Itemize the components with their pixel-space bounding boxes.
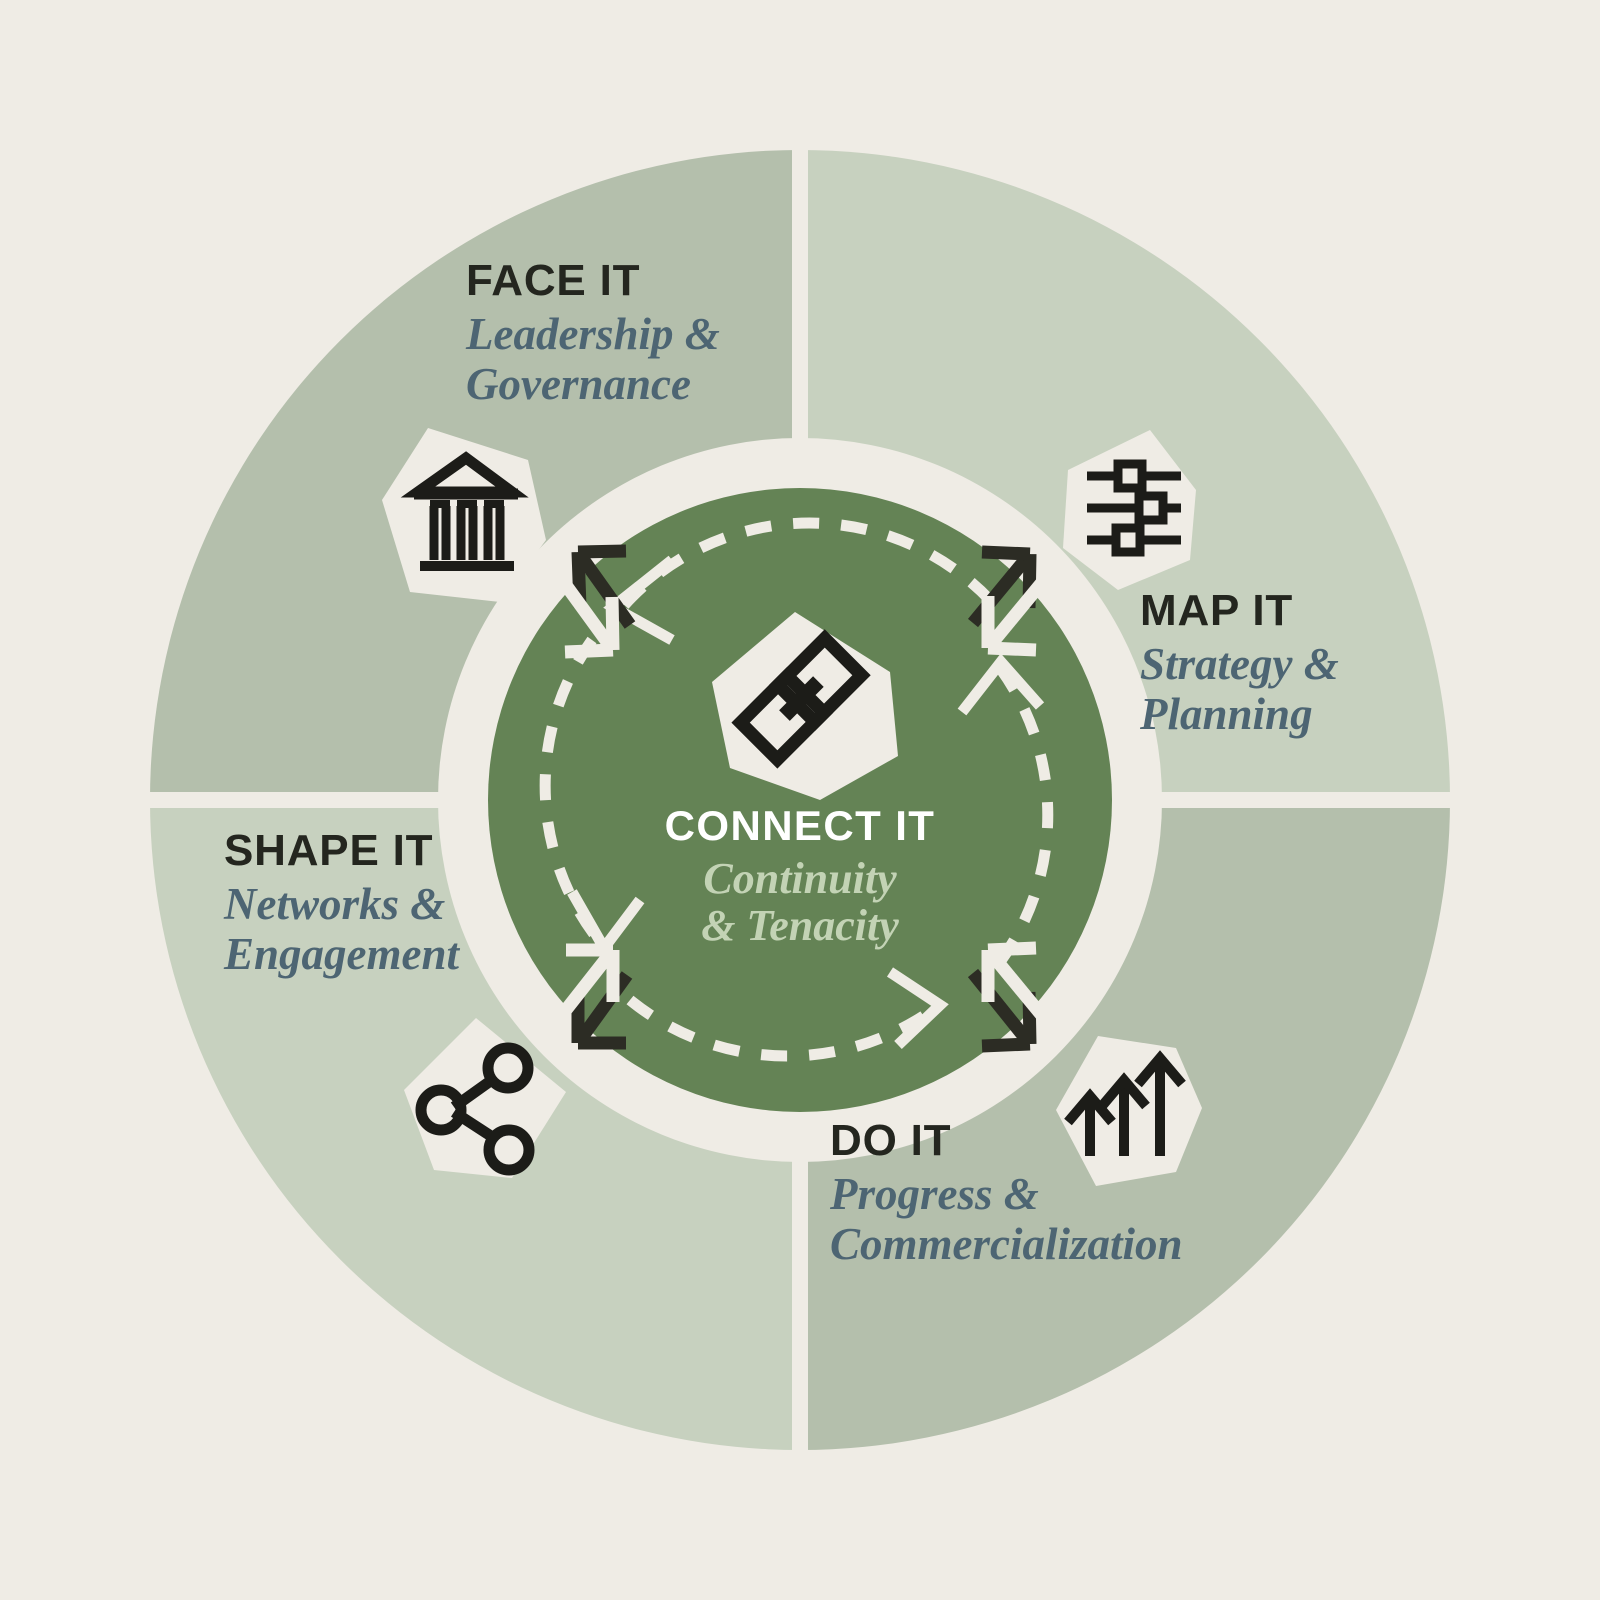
sliders-icon bbox=[1087, 459, 1181, 557]
icon-badge-map-it[interactable] bbox=[1063, 430, 1196, 590]
chain-link-icon bbox=[731, 629, 871, 769]
icon-badge-shape-it[interactable] bbox=[404, 1018, 566, 1178]
exchange-arrow-top-right bbox=[967, 545, 1050, 657]
bank-building-icon bbox=[400, 451, 529, 571]
growth-arrows-icon bbox=[1064, 1050, 1186, 1156]
center-icon-badge bbox=[712, 612, 898, 800]
icon-badge-face-it[interactable] bbox=[382, 428, 546, 602]
exchange-arrow-bottom-right bbox=[967, 941, 1050, 1053]
center-circle[interactable] bbox=[488, 488, 1112, 1112]
icon-badge-do-it[interactable] bbox=[1056, 1036, 1202, 1186]
network-share-icon bbox=[415, 1042, 535, 1176]
exchange-arrow-bottom-left bbox=[552, 943, 633, 1050]
exchange-arrow-top-left bbox=[554, 544, 636, 659]
